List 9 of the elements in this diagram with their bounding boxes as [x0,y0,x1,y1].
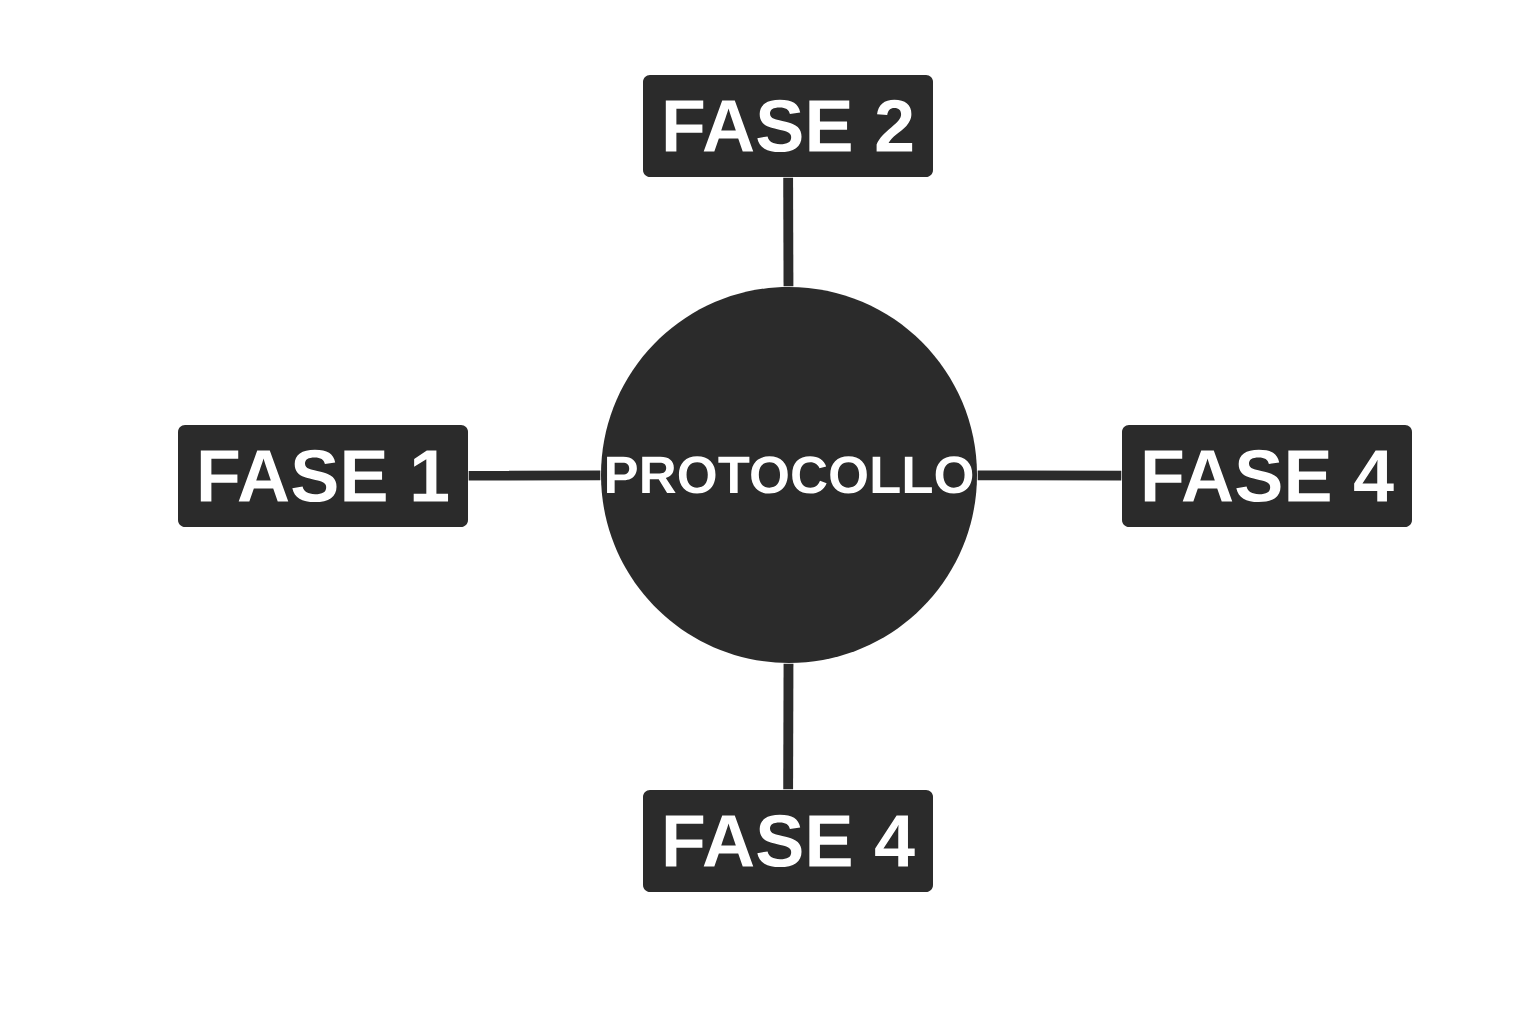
phase-box: FASE 4 [643,790,933,892]
phase-box: FASE 1 [178,425,468,527]
connector-line [783,177,794,287]
phase-box: FASE 2 [643,75,933,177]
connector-line [783,663,794,790]
circle-node: PROTOCOLLO [601,287,977,663]
phase-box: FASE 4 [1122,425,1412,527]
connector-line [977,470,1122,481]
connector-line [468,470,601,481]
